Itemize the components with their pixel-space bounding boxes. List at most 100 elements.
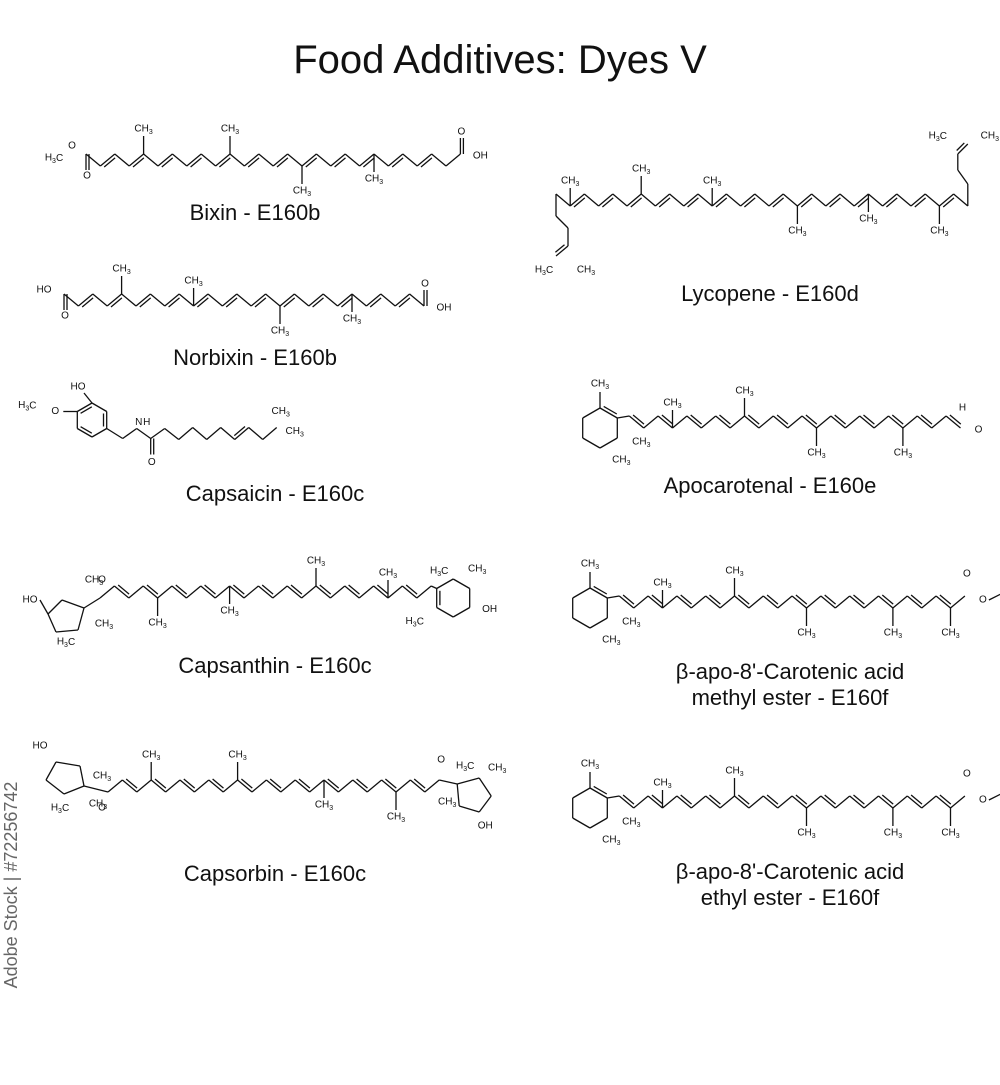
- bond-line: [777, 595, 793, 609]
- bond-line: [272, 153, 289, 167]
- bond-line: [709, 794, 721, 805]
- bond-line: [322, 293, 339, 307]
- stock-watermark: Adobe Stock | #72256742: [1, 781, 21, 989]
- bond-line: [286, 585, 303, 599]
- bond-line: [572, 817, 591, 829]
- atom-label: O: [963, 569, 971, 580]
- methyl-label: CH3: [859, 214, 877, 226]
- bond-line: [697, 193, 713, 207]
- bond-line: [725, 193, 742, 207]
- caption-capsaicin: Capsaicin - E160c: [185, 481, 365, 506]
- bond-line: [573, 197, 586, 208]
- methyl-label: CH3: [307, 556, 325, 568]
- bond-line: [643, 415, 659, 429]
- bond-line: [478, 795, 492, 813]
- bond-line: [758, 415, 774, 429]
- atom-label: OH: [482, 604, 497, 615]
- bond-line: [555, 215, 569, 229]
- bond-line: [640, 193, 656, 207]
- bond-line: [63, 785, 85, 795]
- bond-line: [690, 595, 707, 609]
- bond-line: [391, 157, 404, 168]
- methyl-label: CH3: [807, 448, 825, 460]
- atom-label: CH3: [622, 617, 640, 629]
- atom-label: CH3: [93, 771, 111, 783]
- bond-line: [106, 427, 124, 440]
- atom-label: O: [98, 575, 106, 586]
- bond-line: [593, 785, 608, 795]
- bond-line: [157, 585, 173, 599]
- bond-line: [787, 415, 803, 429]
- bond-line: [39, 599, 49, 615]
- bond-line: [107, 779, 123, 793]
- bond-line: [416, 585, 432, 599]
- bond-line: [55, 629, 79, 633]
- bond-line: [168, 297, 180, 308]
- bond-line: [651, 594, 664, 605]
- bond-line: [132, 157, 145, 168]
- bond-line: [237, 779, 253, 793]
- atom-label: O: [979, 595, 987, 606]
- atom-label: H: [143, 417, 150, 428]
- bond-line: [121, 779, 138, 793]
- atom-label: OH: [473, 151, 488, 162]
- bond-line: [873, 415, 889, 429]
- methyl-label: CH3: [148, 618, 166, 630]
- bond-line: [853, 594, 865, 605]
- bond-line: [863, 414, 875, 425]
- bond-line: [892, 795, 908, 809]
- bond-line: [796, 193, 813, 207]
- bond-line: [99, 153, 116, 167]
- bond-line: [279, 293, 295, 307]
- bond-line: [257, 585, 274, 599]
- bond-line: [589, 787, 608, 799]
- bond-line: [193, 779, 210, 793]
- methyl-label: CH3: [561, 176, 579, 188]
- bond-line: [293, 293, 310, 307]
- bond-line: [690, 795, 707, 809]
- bond-line: [352, 779, 368, 793]
- bond-line: [143, 153, 159, 167]
- bond-line: [612, 193, 628, 207]
- bond-line: [782, 193, 798, 207]
- bond-line: [935, 795, 951, 809]
- bond-line: [651, 794, 664, 805]
- bond-line: [863, 595, 879, 609]
- bond-line: [380, 293, 396, 307]
- bond-line: [572, 587, 591, 599]
- bond-line: [820, 795, 836, 809]
- atom-label: H3C: [45, 153, 63, 165]
- atom-label: CH3: [581, 759, 599, 771]
- bond-line: [47, 613, 57, 633]
- bond-line: [914, 197, 927, 208]
- bond-line: [373, 153, 389, 167]
- bond-line: [420, 157, 433, 168]
- atom-label: O: [421, 279, 429, 290]
- bond-line: [945, 415, 961, 429]
- bond-line: [705, 795, 721, 809]
- bond-line: [748, 595, 764, 609]
- bond-line: [218, 157, 231, 168]
- bond-line: [114, 153, 130, 167]
- bond-line: [555, 245, 569, 257]
- methyl-label: CH3: [884, 828, 902, 840]
- methyl-label: CH3: [271, 326, 289, 338]
- bond-line: [795, 594, 808, 605]
- bond-line: [430, 585, 437, 590]
- bond-line: [136, 427, 152, 440]
- caption-lycopene: Lycopene - E160d: [681, 281, 859, 306]
- bond-line: [849, 595, 865, 609]
- bond-line: [77, 293, 94, 307]
- bond-line: [309, 779, 325, 793]
- bond-line: [229, 585, 245, 599]
- bond-line: [654, 193, 671, 207]
- bond-line: [80, 426, 93, 434]
- bond-line: [791, 795, 807, 809]
- bond-line: [405, 584, 418, 595]
- bond-line: [939, 594, 952, 605]
